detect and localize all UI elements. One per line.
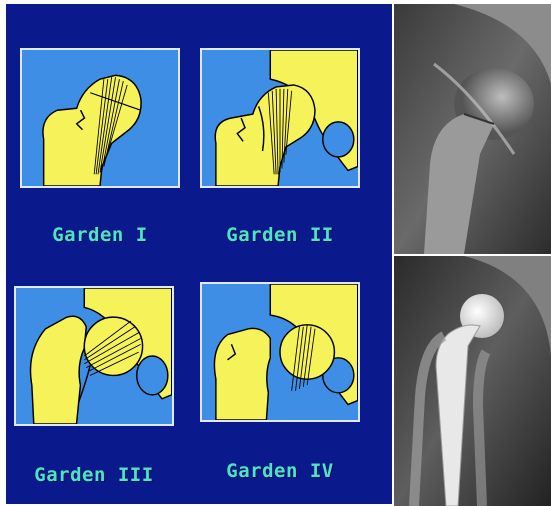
garden-2-hip-icon bbox=[202, 50, 358, 186]
garden-1-illustration bbox=[20, 48, 180, 188]
hip-prosthesis-xray-image bbox=[394, 256, 551, 506]
garden-1-label: Garden I bbox=[10, 224, 190, 246]
garden-3-hip-icon bbox=[16, 288, 172, 424]
garden-4-illustration bbox=[200, 282, 360, 422]
garden-4-hip-icon bbox=[202, 284, 358, 420]
garden-3-label: Garden III bbox=[4, 464, 184, 486]
garden-2-illustration bbox=[200, 48, 360, 188]
garden-4-label: Garden IV bbox=[190, 460, 370, 482]
garden-1-hip-icon bbox=[22, 50, 178, 186]
hip-fracture-xray-icon bbox=[394, 4, 551, 254]
garden-3-illustration bbox=[14, 286, 174, 426]
garden-2-label: Garden II bbox=[190, 224, 370, 246]
hip-prosthesis-xray-icon bbox=[394, 256, 551, 506]
hip-fracture-xray-image bbox=[394, 4, 551, 254]
